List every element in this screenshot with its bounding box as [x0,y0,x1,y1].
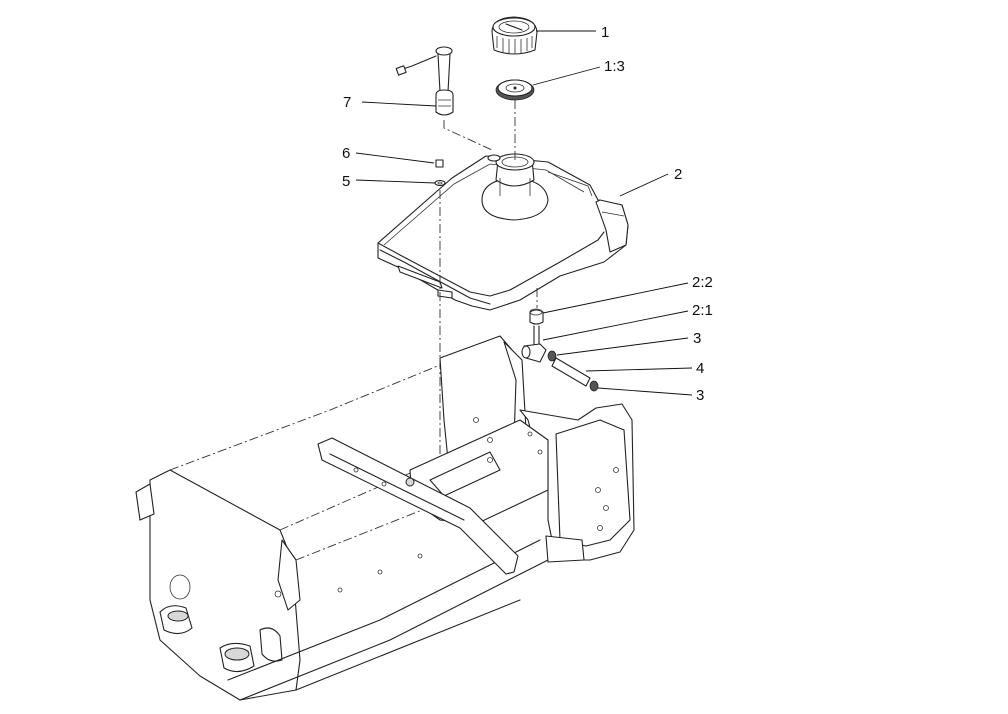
callout-7: 7 [343,94,351,111]
callout-1-3: 1:3 [604,58,625,75]
callout-2-1: 2:1 [692,302,713,319]
callout-labels: 1 1:3 2 7 6 5 2:2 2:1 3 4 3 [342,24,713,404]
fuel-gauge-sender [395,46,454,116]
callout-6: 6 [342,145,350,162]
callout-2: 2 [674,166,682,183]
callout-2-2: 2:2 [692,274,713,291]
fuel-cap [491,16,538,55]
callout-4: 4 [696,360,704,377]
callout-5: 5 [342,173,350,190]
callout-3-lower: 3 [696,387,704,404]
tractor-frame [135,335,635,701]
fuel-fitting-assembly [521,308,599,392]
callout-1: 1 [601,24,609,41]
alignment-lines [439,100,538,470]
bolt-and-washer [434,159,446,187]
callout-3-upper: 3 [693,330,701,347]
leader-lines [355,30,693,396]
cap-gasket [495,79,535,101]
fuel-tank [377,153,629,311]
